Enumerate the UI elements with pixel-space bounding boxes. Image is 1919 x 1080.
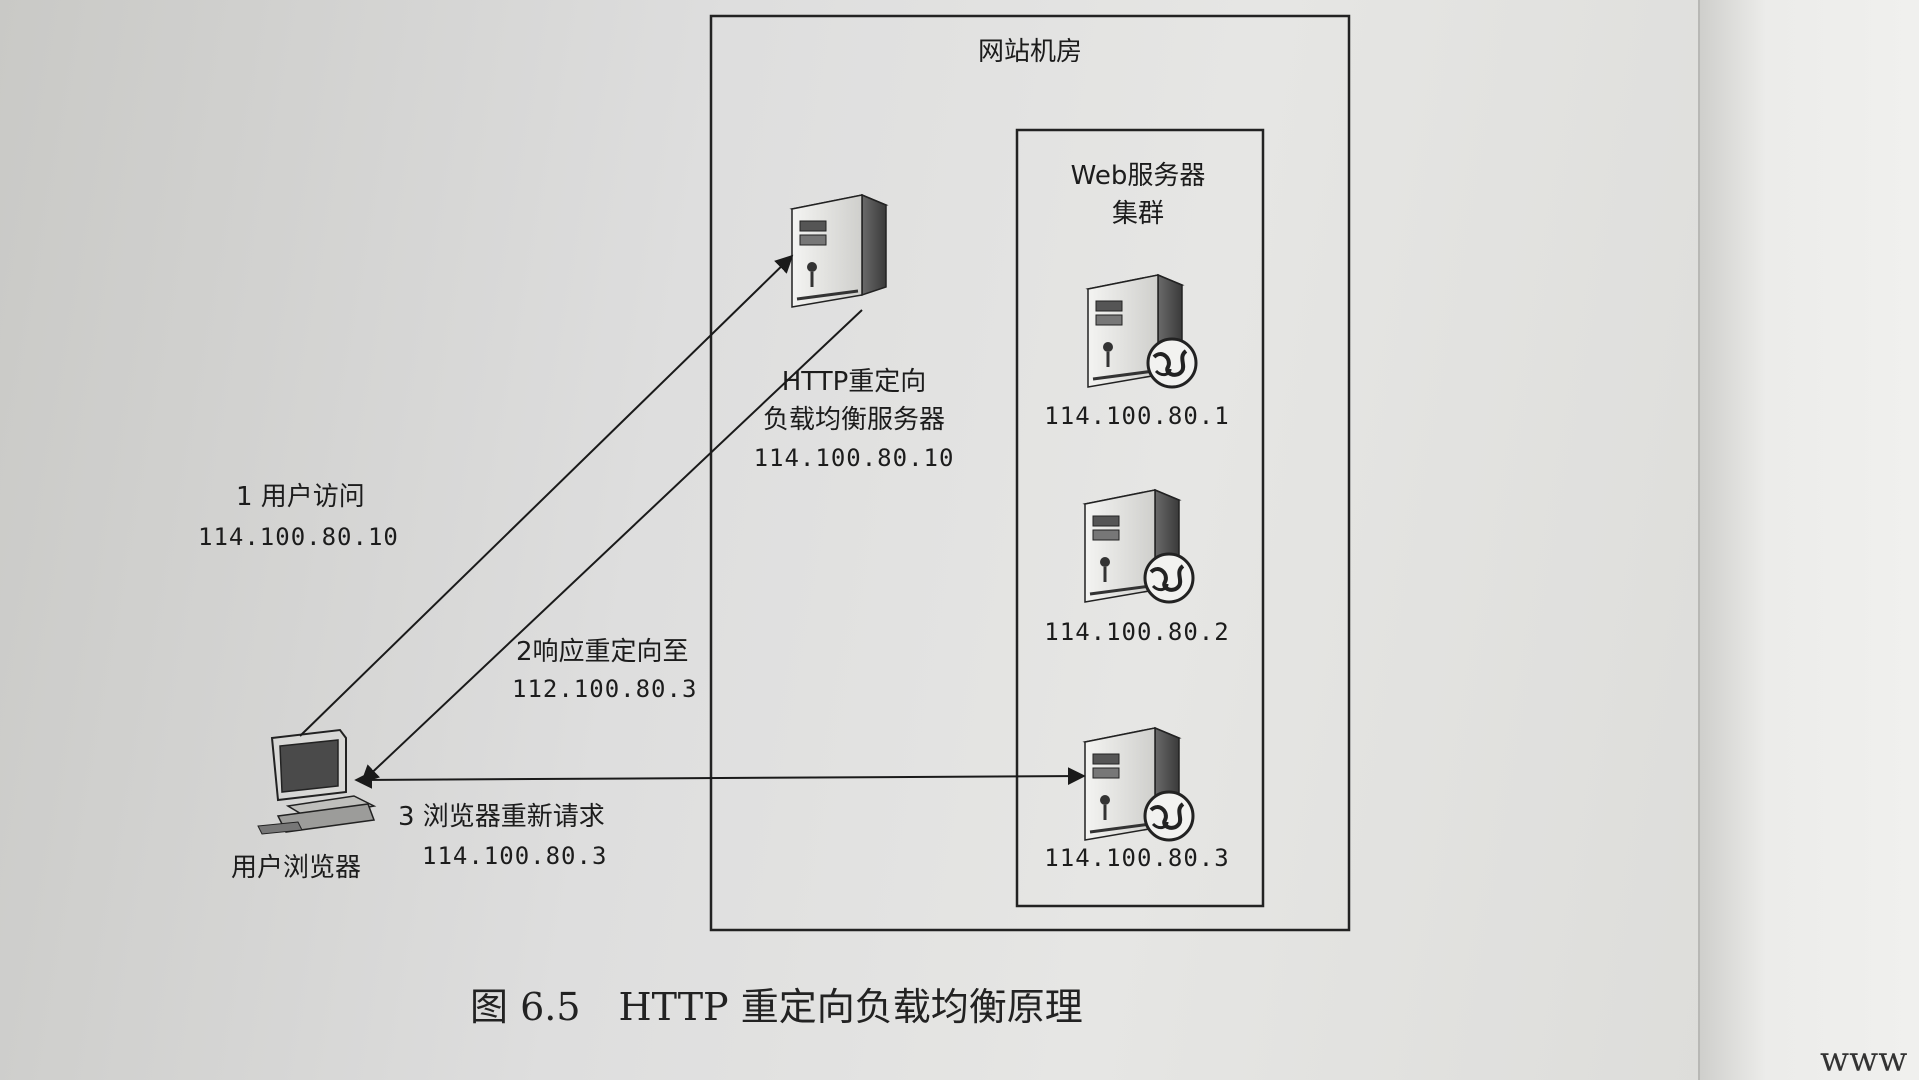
web-server-3-icon: [1083, 726, 1195, 842]
figure-caption: 图 6.5 HTTP 重定向负载均衡原理: [470, 985, 1083, 1029]
client-label: 用户浏览器: [231, 853, 361, 883]
web-server-3-ip: 114.100.80.3: [1044, 844, 1229, 872]
load-balancer-name-line2: 负载均衡服务器: [763, 405, 945, 435]
cluster-title-line1: Web服务器: [1071, 161, 1206, 191]
step-3-detail: 114.100.80.3: [422, 842, 607, 870]
step-2-label: 2响应重定向至: [516, 637, 689, 667]
facing-page: [1698, 0, 1919, 1080]
load-balancer-name-line1: HTTP重定向: [782, 367, 927, 397]
web-server-2-ip: 114.100.80.2: [1044, 618, 1229, 646]
room-title: 网站机房: [978, 37, 1082, 67]
step-3-label: 3 浏览器重新请求: [398, 802, 605, 832]
step-2-arrow: [360, 309, 863, 784]
corner-text: www: [1820, 1040, 1908, 1080]
load-balancer-server-icon: [790, 193, 888, 309]
step-3-arrow: [354, 767, 1086, 789]
load-balancer-ip: 114.100.80.10: [754, 444, 955, 472]
room-box: [709, 14, 1351, 932]
web-server-1-ip: 114.100.80.1: [1044, 402, 1229, 430]
step-1-label: 1 用户访问: [236, 482, 365, 512]
web-server-2-icon: [1083, 488, 1195, 604]
client-computer-icon: [257, 728, 377, 835]
step-1-arrow: [299, 254, 794, 737]
step-2-detail: 112.100.80.3: [512, 675, 697, 703]
cluster-box: [1015, 128, 1265, 908]
step-1-detail: 114.100.80.10: [198, 523, 399, 551]
web-server-1-icon: [1086, 273, 1198, 389]
cluster-title-line2: 集群: [1112, 199, 1164, 229]
